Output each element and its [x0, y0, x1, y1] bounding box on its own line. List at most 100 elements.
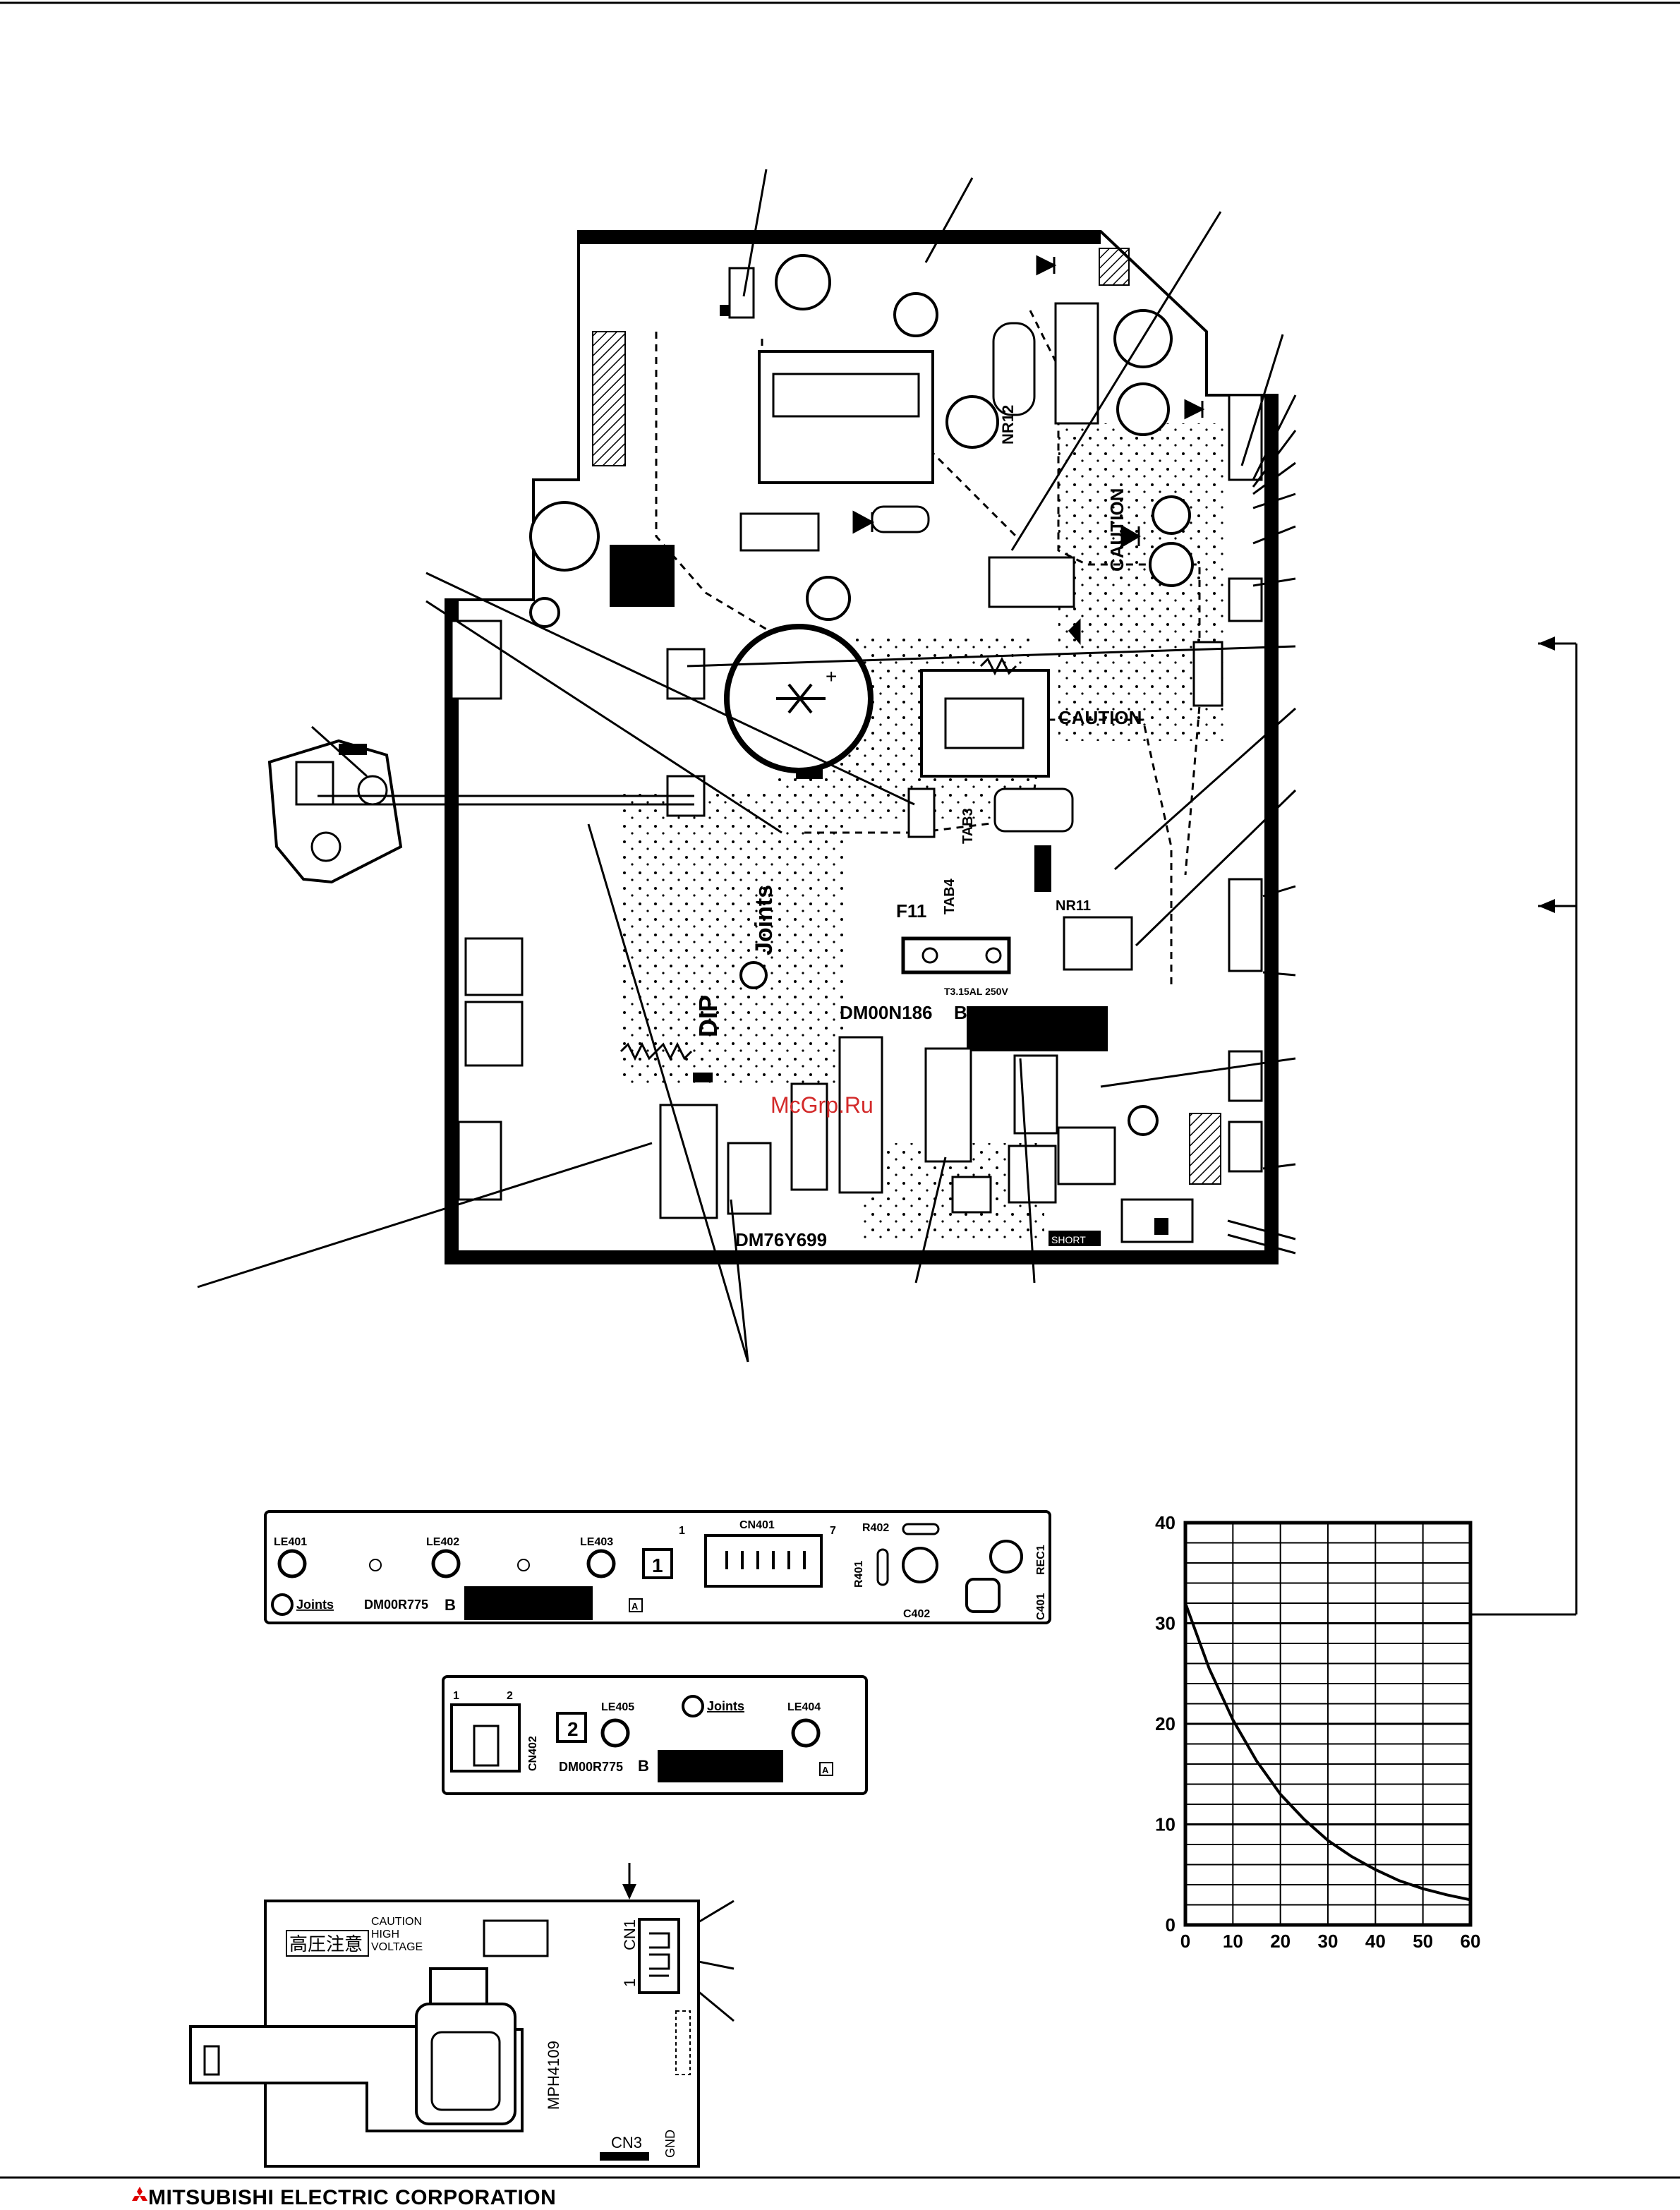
main-pcb: +	[445, 230, 1279, 1264]
bottom-border-bar	[446, 1250, 1277, 1263]
rec1-label: REC1	[1035, 1545, 1047, 1575]
cn402-label: CN402	[527, 1736, 539, 1771]
cn401-label: CN401	[739, 1519, 775, 1531]
ic155-block	[727, 1142, 772, 1215]
led-board-1-black-label	[464, 1586, 593, 1620]
diode-d182	[1068, 618, 1081, 645]
hv-dashed-part	[675, 2010, 691, 2075]
c401-cap	[965, 1578, 1001, 1613]
cn1x1-connector	[666, 648, 706, 700]
board2-pin2: 2	[507, 1690, 513, 1702]
cn112-connector	[1228, 1050, 1263, 1102]
c401-label: C401	[1035, 1593, 1047, 1620]
chart-x-tick-label: 20	[1270, 1931, 1291, 1952]
hv-caution-line-3: VOLTAGE	[371, 1941, 423, 1953]
chart-x-tick-label: 30	[1318, 1931, 1338, 1952]
nr11-label: NR11	[1056, 898, 1091, 914]
data-label-block	[610, 545, 675, 607]
chart-x-tick-label: 60	[1461, 1931, 1481, 1952]
diode-zd1z1	[1036, 255, 1057, 276]
led-board-2	[442, 1675, 868, 1795]
rec1-sensor	[989, 1540, 1023, 1574]
hv-caution-line-1: CAUTION	[371, 1916, 422, 1928]
cap-c110	[893, 292, 938, 337]
cap-c145	[1149, 542, 1194, 587]
cap-c113	[775, 254, 831, 310]
hv-terminal	[203, 2045, 220, 2076]
transformer-pins	[772, 373, 920, 418]
chart-y-tick-label: 20	[1155, 1713, 1176, 1734]
led-board-2-black-label	[658, 1750, 783, 1782]
short-label-bg	[1049, 1231, 1101, 1246]
hatched-block-bottom-right	[1189, 1113, 1221, 1185]
chart-y-tick-label: 30	[1155, 1613, 1176, 1634]
part-no-label: DM76Y699	[735, 1229, 827, 1250]
c402-cap	[902, 1547, 938, 1583]
footer-brand: MITSUBISHI ELECTRIC CORPORATION	[148, 2186, 557, 2209]
le403-label: LE403	[580, 1536, 613, 1548]
diode-d1k1	[1184, 399, 1205, 420]
le405-led	[600, 1718, 630, 1748]
diode-zd141	[1120, 524, 1141, 548]
daughter-outline	[267, 739, 403, 884]
relay-block	[988, 556, 1075, 608]
chart-x-tick-label: 0	[1180, 1931, 1190, 1952]
l1k1-block	[1054, 302, 1099, 425]
caution-label-1: CAUTION	[1106, 488, 1128, 572]
dip-block	[693, 1073, 713, 1082]
daughter-black-bar	[339, 744, 367, 755]
marker-2-label: 2	[567, 1718, 579, 1740]
cn201-block	[1063, 916, 1133, 971]
cn105-connector	[457, 1121, 502, 1201]
le404-led	[791, 1718, 821, 1748]
le401-led	[277, 1549, 307, 1578]
caution-label-2: CAUTION	[1058, 707, 1142, 728]
top-border-bar	[579, 231, 1101, 244]
cn1v1-connector	[951, 1176, 992, 1214]
leader-lines	[197, 169, 1578, 2022]
led-board-2-corner-box	[819, 1762, 833, 1776]
kanji-box	[286, 1930, 369, 1957]
le403-led	[586, 1549, 616, 1578]
hv-pin-label: 1	[621, 1979, 639, 1987]
cn1j1-connector	[838, 1036, 883, 1194]
mitsubishi-logo-icon	[132, 2187, 147, 2201]
cn1n1-connector	[1228, 394, 1263, 481]
ic151-block	[1008, 1145, 1057, 1204]
hv-board	[189, 1900, 700, 2168]
cap-c1x4	[529, 597, 560, 628]
right-border-bar	[1264, 395, 1277, 1263]
joints-label-board1: Joints	[296, 1598, 334, 1612]
board2-rev-label: B	[638, 1757, 649, 1775]
daughter-sensor	[357, 775, 388, 806]
ic154-block	[790, 1082, 828, 1191]
chart-y-tick-label: 40	[1155, 1512, 1176, 1533]
tab4-label: TAB4	[942, 878, 957, 914]
board1-pin1: 1	[679, 1525, 685, 1537]
board-id-label: DM00N186	[840, 1002, 933, 1023]
r101-resistor	[979, 656, 1017, 676]
r401-label: R401	[853, 1561, 865, 1588]
board2-id-label: DM00R775	[559, 1760, 623, 1774]
ic111	[739, 512, 820, 552]
leader-arrowheads	[622, 636, 1555, 1900]
board2-pin1: 1	[453, 1690, 459, 1702]
nr11-block	[1034, 845, 1051, 892]
le402-led	[431, 1549, 461, 1578]
le402-label: LE402	[426, 1536, 459, 1548]
cn128-connector	[464, 937, 524, 996]
joints-logo-main	[739, 961, 768, 989]
joints-label-main: Joints	[751, 885, 778, 955]
cn402-inner	[473, 1725, 500, 1767]
hv-gnd-label: GND	[663, 2130, 677, 2158]
board-id-black-block	[967, 1006, 1108, 1051]
c402-label: C402	[903, 1608, 930, 1620]
led-board-1	[264, 1510, 1051, 1624]
cap-c1k1	[1116, 382, 1170, 436]
cn151-connector	[1228, 1121, 1263, 1173]
r1a1-resistor	[620, 1041, 658, 1061]
data-label: DATA	[614, 545, 663, 566]
